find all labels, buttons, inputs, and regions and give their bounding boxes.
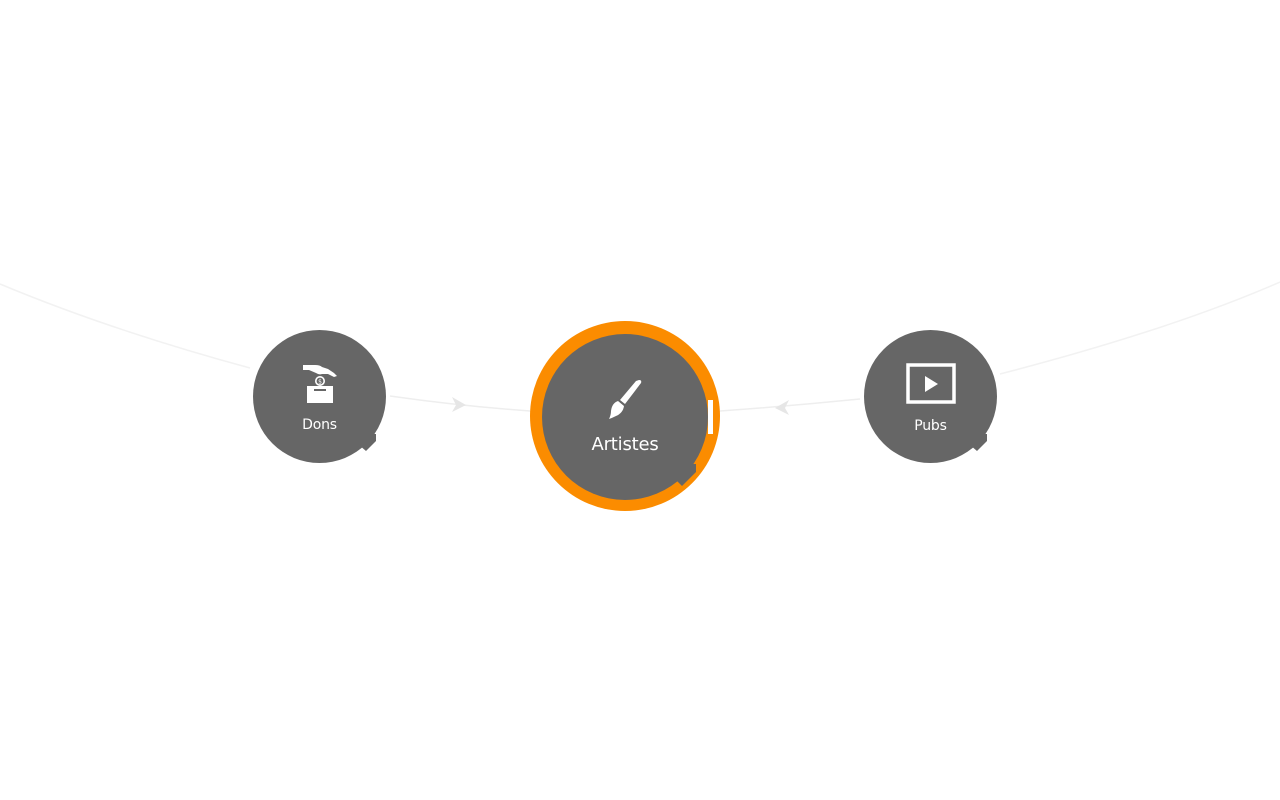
node-dons-label: Dons: [302, 417, 337, 433]
background-arc-right: [999, 281, 1280, 375]
node-artistes[interactable]: Artistes: [542, 334, 708, 500]
background-arc-left: [0, 283, 251, 369]
node-pubs[interactable]: Pubs: [864, 330, 997, 463]
paintbrush-icon: [609, 380, 642, 419]
node-artistes-notch: [674, 464, 696, 486]
node-dons-notch: [359, 434, 376, 451]
node-pubs-notch: [970, 434, 987, 451]
arrow-dons-to-artistes: [452, 397, 466, 412]
node-artistes-label: Artistes: [591, 434, 659, 455]
center-ring-notch-right: [708, 400, 713, 434]
connector-pubs-to-artistes: [719, 398, 861, 412]
svg-text:$: $: [318, 378, 322, 385]
video-play-icon: [905, 363, 956, 404]
node-dons[interactable]: $ Dons: [253, 330, 386, 463]
arrow-pubs-to-artistes: [775, 400, 789, 415]
donation-box-icon: $: [302, 365, 337, 403]
node-pubs-label: Pubs: [914, 418, 947, 434]
